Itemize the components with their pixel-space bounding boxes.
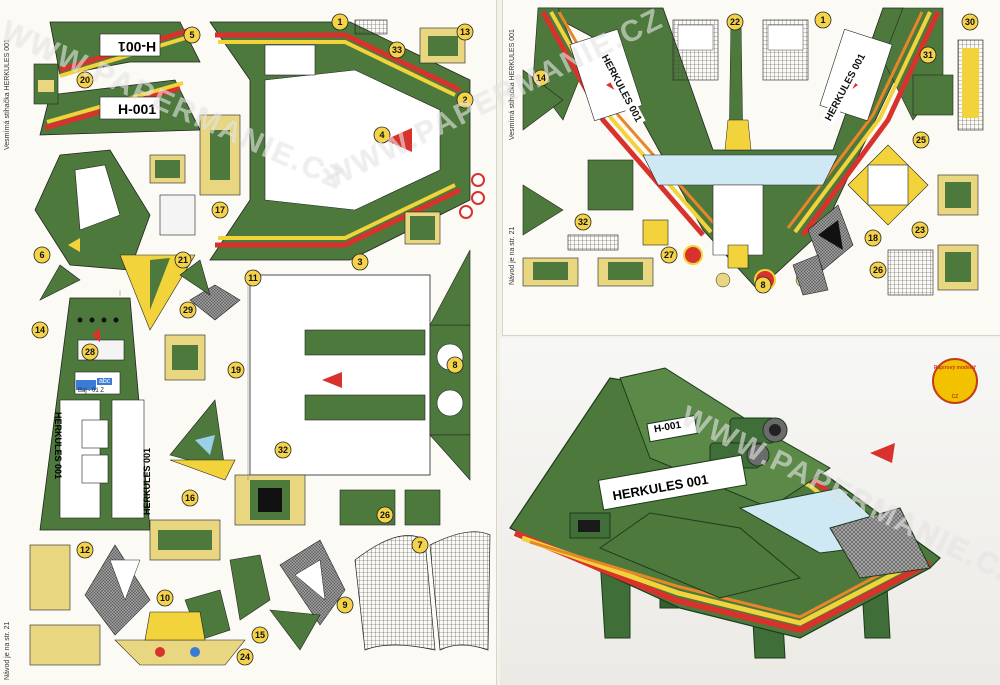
part-marker-label: 1 xyxy=(820,15,825,25)
part-marker-label: 27 xyxy=(664,250,674,260)
part-marker xyxy=(33,246,51,264)
part-marker-label: 5 xyxy=(189,30,194,40)
part-marker xyxy=(864,229,882,247)
part-marker xyxy=(961,13,979,31)
part-marker xyxy=(814,11,832,29)
part-marker-label: 6 xyxy=(39,250,44,260)
part-marker xyxy=(179,301,197,319)
part-marker xyxy=(911,221,929,239)
part-marker xyxy=(174,251,192,269)
part-marker-label: 22 xyxy=(730,17,740,27)
part-marker-label: 16 xyxy=(185,493,195,503)
part-marker xyxy=(912,131,930,149)
club-stamp-logo: Papírový modelář CZ xyxy=(932,358,978,404)
part-marker xyxy=(181,489,199,507)
part-marker xyxy=(411,536,429,554)
part-marker xyxy=(244,269,262,287)
part-marker xyxy=(227,361,245,379)
part-marker xyxy=(456,91,474,109)
panel-text: abc xyxy=(97,378,113,385)
part-marker-label: 31 xyxy=(923,50,933,60)
part-marker-label: 14 xyxy=(35,325,45,335)
part-marker-label: 23 xyxy=(915,225,925,235)
part-marker-label: 28 xyxy=(85,347,95,357)
part-marker xyxy=(76,71,94,89)
stamp-bottom-text: CZ xyxy=(951,394,959,400)
part-marker xyxy=(351,253,369,271)
part-marker xyxy=(869,261,887,279)
part-marker-label: 14 xyxy=(536,73,546,83)
part-marker xyxy=(388,41,406,59)
part-marker xyxy=(446,356,464,374)
part-marker xyxy=(336,596,354,614)
part-marker xyxy=(76,541,94,559)
cutout-sheet-left: H-001 H-001 HERKULES 001 HERKULES 001 ab… xyxy=(0,0,496,685)
part-marker xyxy=(754,276,772,294)
part-marker xyxy=(81,343,99,361)
part-markers-left: 1234567891011121314151617192021242628293… xyxy=(31,13,474,666)
part-marker xyxy=(376,506,394,524)
part-marker xyxy=(660,246,678,264)
part-marker-label: 26 xyxy=(380,510,390,520)
part-marker xyxy=(574,213,592,231)
part-marker-label: 3 xyxy=(357,257,362,267)
part-marker xyxy=(274,441,292,459)
part-marker xyxy=(373,126,391,144)
part-marker-label: 4 xyxy=(379,130,384,140)
part-marker-label: 25 xyxy=(916,135,926,145)
part-marker-label: 8 xyxy=(760,280,765,290)
part-marker-label: 12 xyxy=(80,545,90,555)
part-marker-label: 2 xyxy=(462,95,467,105)
part-marker-label: 32 xyxy=(278,445,288,455)
part-marker xyxy=(726,13,744,31)
sheet-left-artwork xyxy=(29,19,491,666)
part-marker xyxy=(532,69,550,87)
part-marker-label: 8 xyxy=(452,360,457,370)
wing-code: H-001 xyxy=(118,101,157,117)
part-marker-label: 29 xyxy=(183,305,193,315)
part-marker-label: 11 xyxy=(248,273,258,283)
part-marker-label: 10 xyxy=(160,593,170,603)
part-marker-label: 1 xyxy=(337,17,342,27)
part-marker-label: 9 xyxy=(342,600,347,610)
stamp-top-text: Papírový modelář xyxy=(934,365,976,371)
part-marker-label: 17 xyxy=(215,205,225,215)
part-marker-label: 18 xyxy=(868,233,878,243)
part-marker-label: 13 xyxy=(460,27,470,37)
part-marker xyxy=(456,23,474,41)
cutout-sheet-right: HERKULES 001 HERKULES 001 Vesmírná stíha… xyxy=(503,0,1000,335)
part-marker-label: 30 xyxy=(965,17,975,27)
part-marker-label: 7 xyxy=(417,540,422,550)
part-marker-label: 21 xyxy=(178,255,188,265)
part-marker xyxy=(919,46,937,64)
model-render xyxy=(509,367,941,659)
part-marker-label: 15 xyxy=(255,630,265,640)
part-marker-label: 32 xyxy=(578,217,588,227)
part-marker-label: 19 xyxy=(231,365,241,375)
part-marker xyxy=(331,13,349,31)
part-marker-label: 33 xyxy=(392,45,402,55)
part-marker xyxy=(251,626,269,644)
part-marker-label: 24 xyxy=(240,652,250,662)
model-photo: HERKULES 001 H-001 Papírový modelář CZ xyxy=(500,338,1000,685)
sheet-right-artwork xyxy=(522,7,984,296)
part-marker xyxy=(31,321,49,339)
part-marker xyxy=(156,589,174,607)
part-marker xyxy=(211,201,229,219)
panel-sub-text: Baj - 01 Z xyxy=(78,388,105,394)
part-marker xyxy=(183,26,201,44)
part-marker xyxy=(236,648,254,666)
part-marker-label: 20 xyxy=(80,75,90,85)
part-marker-label: 26 xyxy=(873,265,883,275)
